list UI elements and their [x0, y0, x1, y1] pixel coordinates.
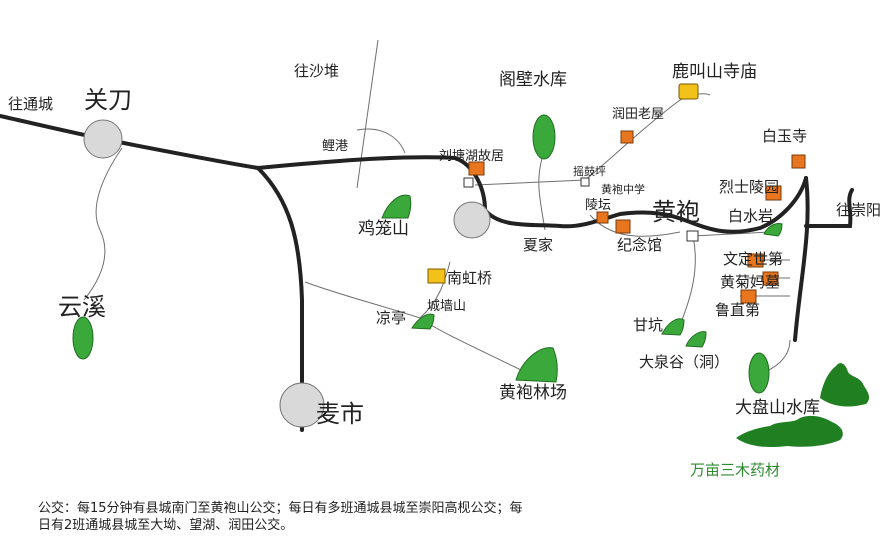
junction-huangpao: [686, 230, 699, 242]
town-huangpao-label: 黄袍: [652, 198, 700, 226]
path-guandao-yunxi: [83, 147, 123, 301]
marker-lingtan: [596, 211, 609, 224]
junction-markers: [463, 177, 699, 242]
wendingdi-label: 文定世第: [723, 250, 784, 268]
dapanshan-reservoir-shape: [748, 352, 770, 394]
junction-yaogu: [580, 177, 590, 187]
runtian-house-label: 润田老屋: [612, 107, 665, 122]
path-baishuiyan: [692, 231, 771, 237]
marker-jinian: [615, 219, 631, 234]
baiyu-temple-label: 白玉寺: [762, 127, 808, 145]
forest-patch-2: [736, 415, 843, 448]
yunxi-shape: [72, 316, 94, 360]
forest-patch-1: [820, 363, 870, 407]
road-dapanshan: [793, 176, 810, 342]
marker-baiyu: [791, 154, 806, 169]
town-circle-guandao: [83, 119, 123, 159]
lieshi-label: 烈士陵园: [719, 178, 780, 196]
lingtan-label: 陵坛: [585, 198, 612, 213]
town-maishi-label: 麦市: [316, 400, 364, 428]
path-gebi: [538, 154, 546, 231]
town-guandao-label: 关刀: [84, 86, 132, 114]
ligang-label: 鲤港: [322, 139, 349, 154]
chengqiang-hill: [411, 313, 435, 330]
road-maishi: [256, 166, 304, 432]
huangpao-school-label: 黄袍中学: [601, 183, 645, 196]
marker-runtian: [620, 130, 634, 144]
jilongshan-hill: [381, 194, 412, 219]
town-circle-maishi: [279, 382, 325, 428]
junction-liutanghu: [463, 177, 474, 188]
yaogu-label: 摇鼓坪: [573, 165, 606, 178]
marker-liutanghu: [468, 161, 485, 176]
path-runtian: [584, 93, 711, 181]
town-markers: [83, 119, 491, 428]
path-gankeng: [679, 235, 696, 326]
gankeng-label: 甘坑: [633, 316, 664, 334]
gebi-reservoir-label: 阁壁水库: [499, 70, 567, 90]
liutanghu-label: 刘塘湖故居: [439, 149, 505, 164]
town-yunxi-label: 云溪: [58, 293, 106, 321]
path-to-shadui: [356, 39, 379, 189]
bus-note: 公交：每15分钟有县城南门至黄袍山公交；每日有多班通城县城至崇阳高枧公交；每日有…: [38, 501, 523, 533]
direction-tongcheng-label: 往通城: [8, 95, 54, 113]
orange-markers: [468, 130, 806, 304]
marker-wendingdi: [747, 253, 764, 268]
path-liutanghu: [474, 179, 586, 186]
dapanshan-label: 大盘山水库: [735, 398, 820, 418]
town-circle-middle: [453, 201, 491, 239]
forest-patches: [736, 363, 870, 448]
xiajia-label: 夏家: [523, 236, 554, 254]
linchang-hill: [515, 347, 558, 383]
huangjumu-label: 黄菊妈墓: [720, 273, 781, 291]
baishuiyan-label: 白水岩: [728, 207, 774, 225]
luming-temple-label: 鹿叫山寺庙: [672, 62, 757, 82]
marker-lieshi: [765, 185, 782, 201]
marker-luzhidi: [740, 289, 757, 304]
marker-huangjumu: [762, 271, 779, 286]
daquangu-label: 大泉谷（洞）: [639, 353, 730, 371]
linchang-label: 黄袍林场: [499, 383, 567, 403]
baishuiyan-hill: [763, 223, 783, 237]
jilongshan-label: 鸡笼山: [358, 219, 409, 239]
nanhong-label: 南虹桥: [447, 269, 493, 287]
gebi-reservoir-shape: [532, 114, 556, 160]
wanmu-label: 万亩三木药材: [690, 461, 781, 479]
marker-luming: [678, 83, 699, 100]
gankeng-hill: [661, 318, 685, 336]
liangting-label: 凉亭: [376, 309, 407, 327]
direction-shadui-label: 往沙堆: [294, 62, 340, 80]
green-features: [72, 114, 783, 394]
daquangu-hill: [685, 331, 707, 348]
path-ligang: [356, 128, 406, 154]
chengqiang-label: 城墙山: [427, 299, 467, 314]
luzhidi-label: 鲁直第: [715, 301, 761, 319]
road-chongyang: [804, 188, 854, 228]
marker-nanhong: [427, 268, 446, 284]
yellow-markers: [427, 83, 699, 284]
jinian-label: 纪念馆: [617, 236, 663, 254]
direction-chongyang-label: 往崇阳: [836, 201, 882, 219]
path-chengqiang: [419, 261, 451, 319]
